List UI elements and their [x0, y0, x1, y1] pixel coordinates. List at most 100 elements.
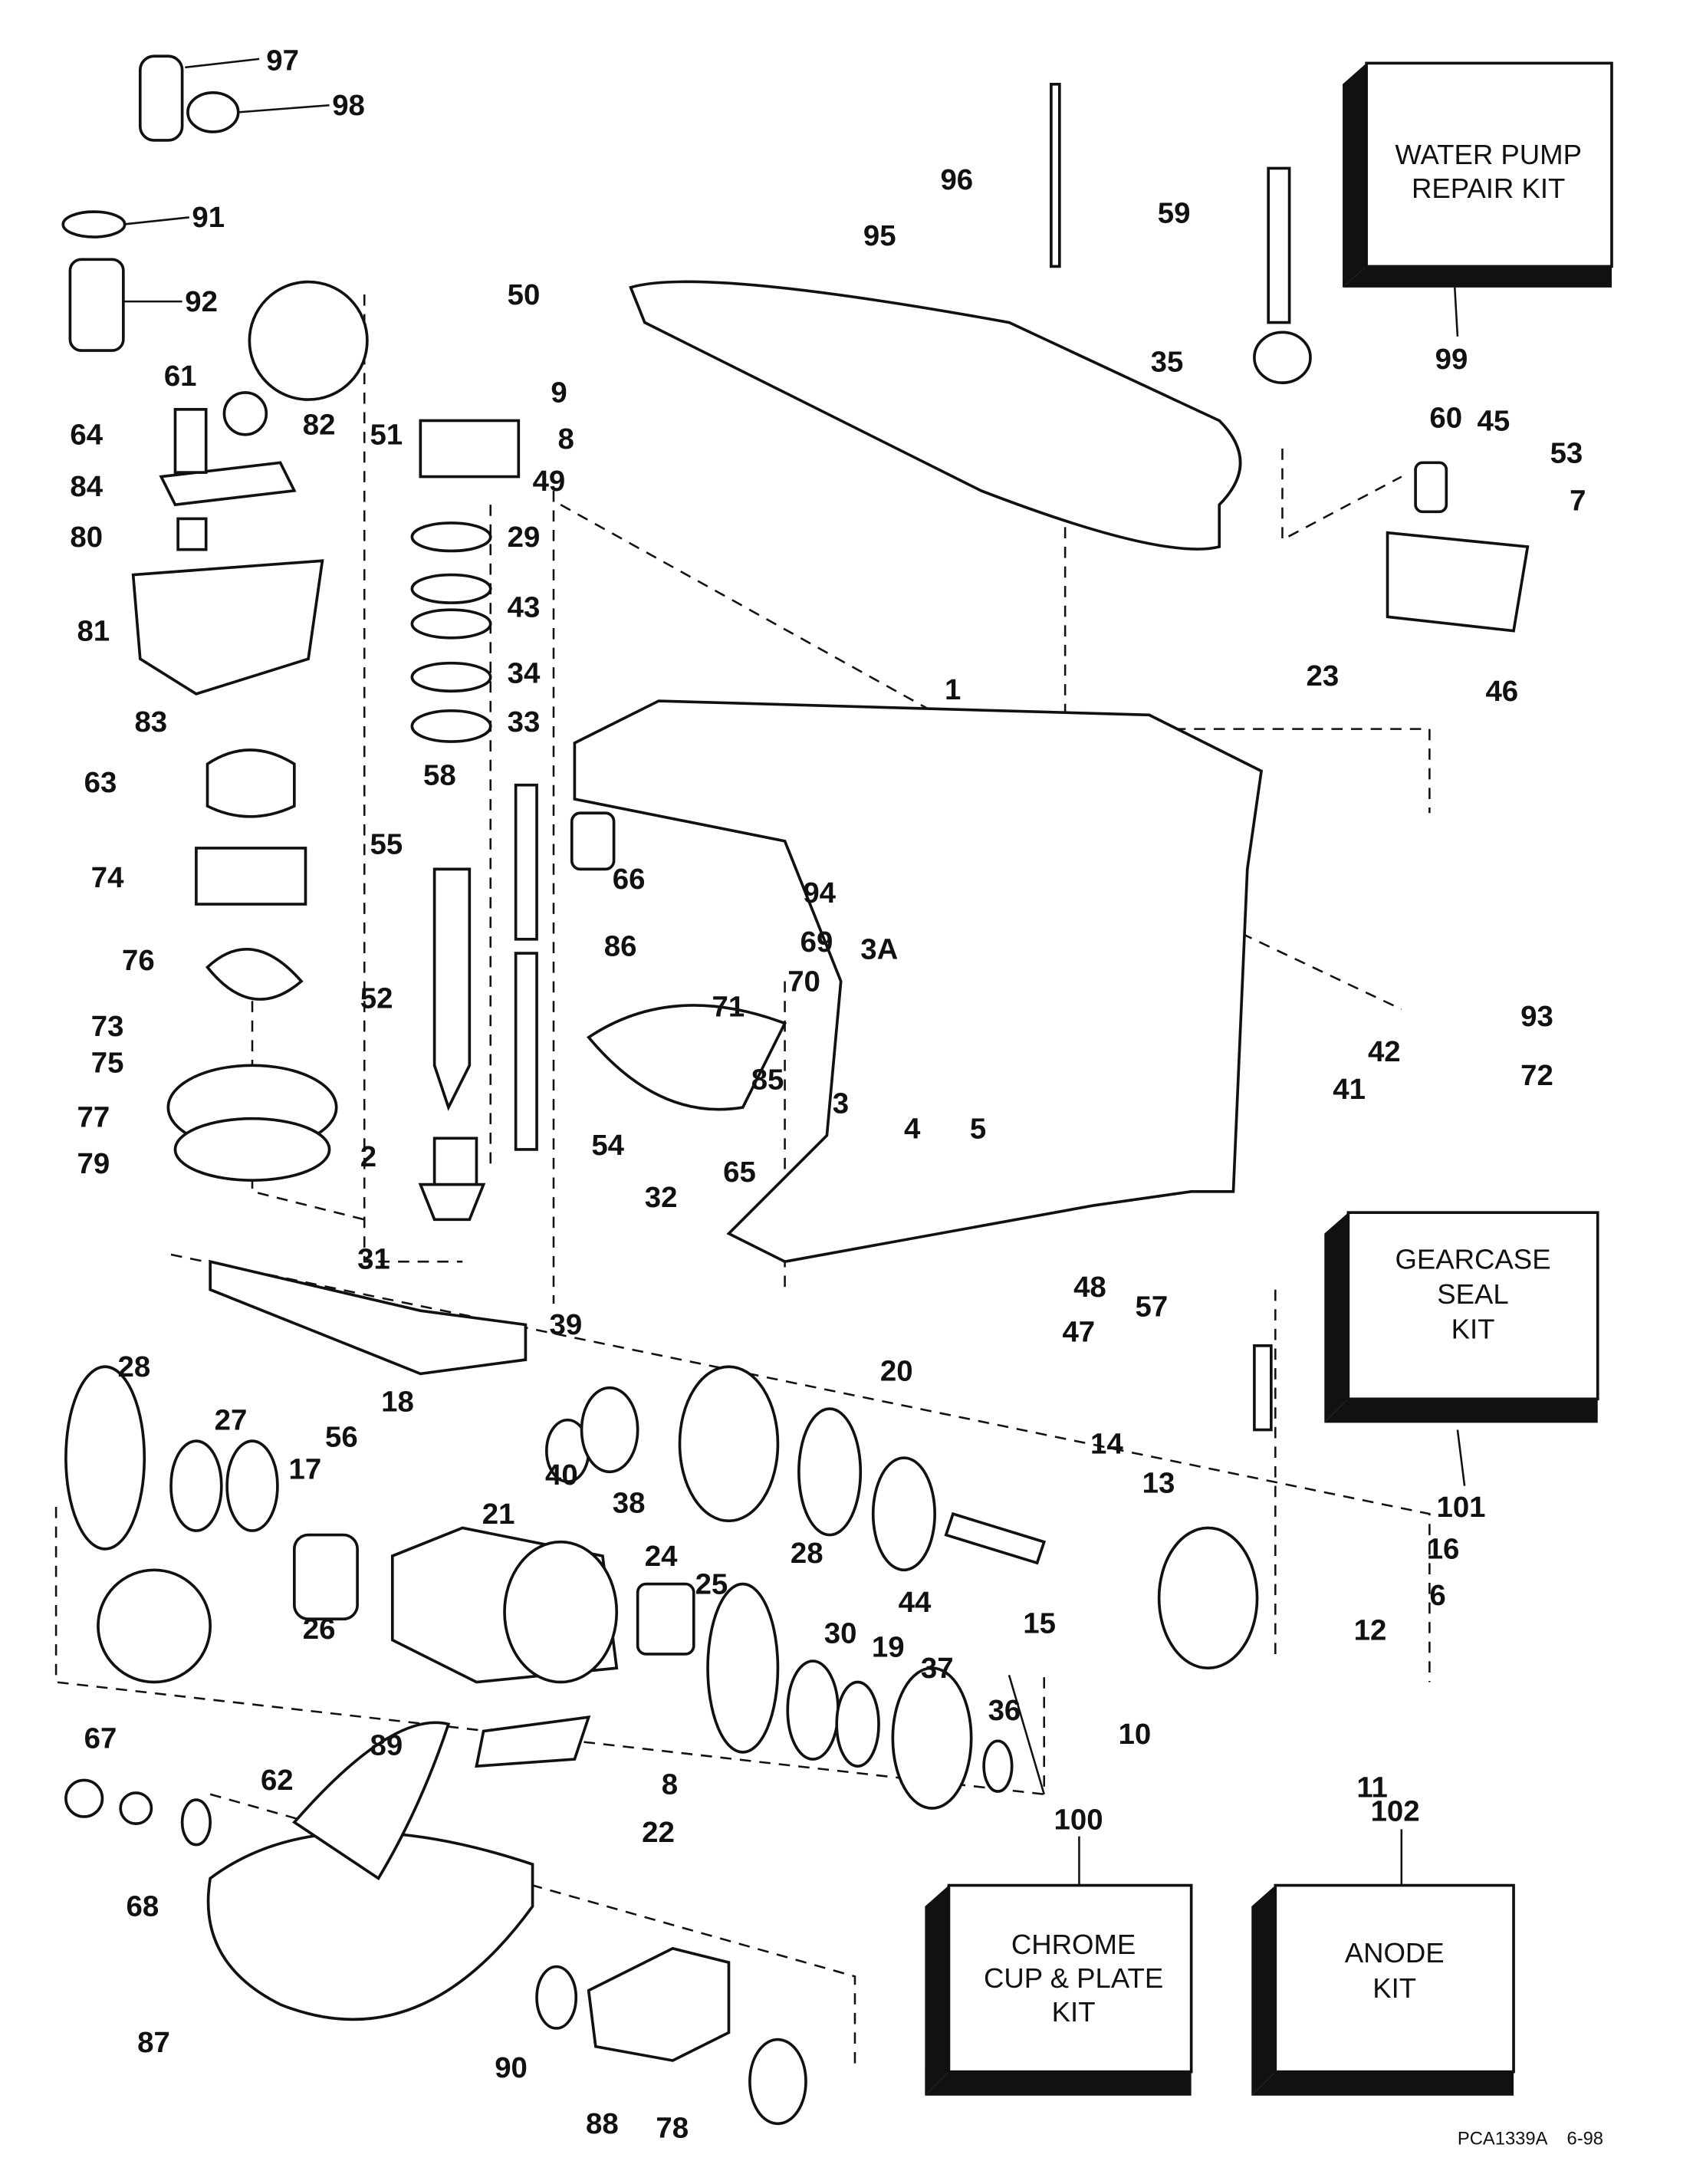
part-number-callout: 60	[1429, 402, 1462, 435]
part-number-callout: 8	[662, 1768, 678, 1801]
part-number-callout: 23	[1307, 659, 1340, 692]
kit-label-line: GEARCASE	[1395, 1243, 1550, 1275]
part-number-callout: 13	[1142, 1467, 1175, 1500]
part-number-callout: 14	[1090, 1428, 1123, 1461]
part-number-callout: 94	[803, 877, 836, 909]
part-number-callout: 35	[1151, 346, 1184, 379]
part-number-callout: 99	[1435, 343, 1468, 376]
part-number-callout: 91	[192, 201, 225, 234]
kit-label-line: CHROME	[1011, 1929, 1136, 1960]
part-number-callout: 66	[613, 863, 646, 896]
part-number-callout: 28	[118, 1350, 151, 1383]
part-number-callout: 43	[508, 590, 541, 623]
part-number-callout: 101	[1437, 1491, 1486, 1524]
kit-label-line: SEAL	[1437, 1278, 1508, 1310]
part-number-callout: 20	[880, 1355, 913, 1388]
part-number-callout: 24	[645, 1540, 678, 1573]
part-number-callout: 6	[1429, 1579, 1445, 1612]
part-number-callout: 59	[1158, 197, 1191, 230]
kit-label-line: CUP & PLATE	[984, 1962, 1163, 1994]
part-number-callout: 37	[921, 1652, 954, 1685]
part-number-callout: 41	[1333, 1073, 1366, 1106]
part-number-callout: 38	[613, 1486, 646, 1519]
kit-label-line: KIT	[1451, 1314, 1495, 1345]
chrome-cup-plate-kit-box: CHROME CUP & PLATE KIT	[925, 1883, 1193, 2096]
part-number-callout: 77	[77, 1101, 110, 1134]
part-number-callout: 78	[656, 2112, 689, 2145]
part-number-callout: 2	[360, 1140, 376, 1173]
part-number-callout: 61	[164, 360, 197, 393]
drawing-date: 6-98	[1566, 2129, 1603, 2149]
part-number-callout: 87	[137, 2026, 170, 2059]
part-number-callout: 64	[70, 419, 103, 452]
part-number-callout: 30	[824, 1617, 857, 1650]
drawing-code: PCA1339A	[1458, 2129, 1548, 2149]
part-number-callout: 56	[325, 1420, 358, 1453]
part-number-callout: 98	[332, 89, 365, 122]
part-number-callout: 95	[863, 219, 896, 252]
part-number-callout: 81	[77, 614, 110, 647]
leader-lines	[123, 58, 1466, 1886]
part-number-callout: 32	[645, 1181, 678, 1214]
part-number-callout: 102	[1371, 1794, 1420, 1827]
part-number-callout: 90	[495, 2051, 528, 2084]
part-number-callout: 85	[751, 1063, 784, 1096]
part-number-callout: 46	[1485, 675, 1518, 708]
part-number-callout: 88	[586, 2107, 619, 2140]
anode-kit-box: ANODE KIT	[1251, 1883, 1515, 2096]
part-number-callout: 21	[482, 1498, 515, 1531]
part-number-callout: 26	[303, 1613, 336, 1646]
part-number-callout: 62	[261, 1764, 294, 1797]
part-number-callout: 50	[508, 278, 541, 311]
part-number-callout: 42	[1368, 1035, 1401, 1068]
part-number-callout: 31	[357, 1242, 390, 1275]
part-number-callout: 27	[215, 1404, 248, 1437]
part-number-callout: 33	[508, 706, 541, 738]
part-number-callout: 82	[303, 409, 336, 442]
part-number-callout: 12	[1354, 1614, 1387, 1647]
part-number-callout: 4	[904, 1112, 921, 1145]
part-number-callout: 40	[545, 1459, 578, 1492]
part-number-callout: 16	[1427, 1533, 1460, 1566]
part-number-callout: 28	[791, 1537, 823, 1570]
part-number-callout: 69	[800, 926, 833, 959]
part-number-callout: 96	[940, 163, 973, 196]
part-number-callout: 25	[695, 1567, 728, 1600]
part-number-callout: 70	[787, 965, 820, 998]
part-number-callout: 86	[604, 930, 637, 963]
part-number-callout: 15	[1023, 1607, 1056, 1640]
part-number-callout: 48	[1073, 1271, 1106, 1304]
gearcase-seal-kit-box: GEARCASE SEAL KIT	[1324, 1211, 1599, 1423]
part-number-callout: 97	[266, 44, 299, 77]
part-number-callout: 51	[370, 419, 403, 452]
part-number-callout: 47	[1062, 1315, 1095, 1348]
part-number-callout: 11	[1356, 1771, 1388, 1804]
part-number-callout: 1	[945, 673, 961, 706]
kit-label-line: ANODE	[1345, 1937, 1445, 1969]
part-number-callout: 7	[1570, 484, 1586, 517]
part-number-callout: 19	[872, 1631, 905, 1664]
part-number-callout: 55	[370, 827, 403, 860]
part-number-callout: 68	[127, 1890, 159, 1923]
part-number-callout: 76	[122, 944, 155, 977]
part-number-callout: 52	[360, 982, 393, 1015]
part-number-callout: 22	[642, 1816, 675, 1849]
part-number-callout: 3	[833, 1087, 849, 1120]
part-number-callout: 84	[70, 470, 103, 503]
part-number-callout: 45	[1478, 404, 1511, 437]
part-number-callout: 83	[134, 706, 167, 738]
part-number-callout: 67	[84, 1722, 117, 1755]
part-number-callout: 36	[988, 1694, 1021, 1727]
part-number-callout: 53	[1550, 436, 1583, 469]
kit-label-line: WATER PUMP	[1395, 139, 1582, 170]
part-number-callout: 58	[423, 759, 456, 792]
kit-label-line: KIT	[1372, 1972, 1416, 2004]
part-number-callout: 63	[84, 766, 117, 799]
part-number-callout: 92	[185, 285, 218, 318]
part-number-callout: 74	[91, 861, 124, 894]
part-number-callout: 54	[591, 1129, 624, 1162]
part-number-callout: 10	[1119, 1718, 1152, 1751]
part-number-callout: 29	[508, 521, 541, 554]
